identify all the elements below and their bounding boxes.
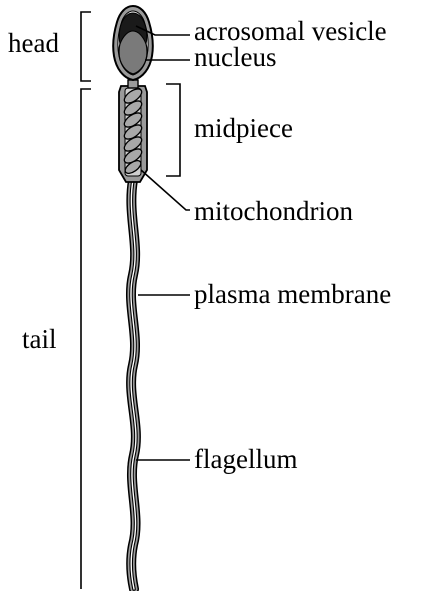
tail-structure [131,180,136,589]
midpiece-bracket [166,84,180,176]
label-plasma-membrane: plasma membrane [194,279,391,309]
label-flagellum: flagellum [194,444,297,474]
label-mitochondrion: mitochondrion [194,196,353,226]
head-bracket [81,12,91,81]
neck [128,80,138,88]
leader-mitochondrion [141,170,190,210]
label-tail: tail [22,324,57,354]
midpiece-structure [119,80,147,182]
label-head: head [8,28,59,58]
head-structure [113,6,153,80]
tail-bracket [81,89,91,589]
label-nucleus: nucleus [194,42,276,72]
label-midpiece: midpiece [194,113,293,143]
